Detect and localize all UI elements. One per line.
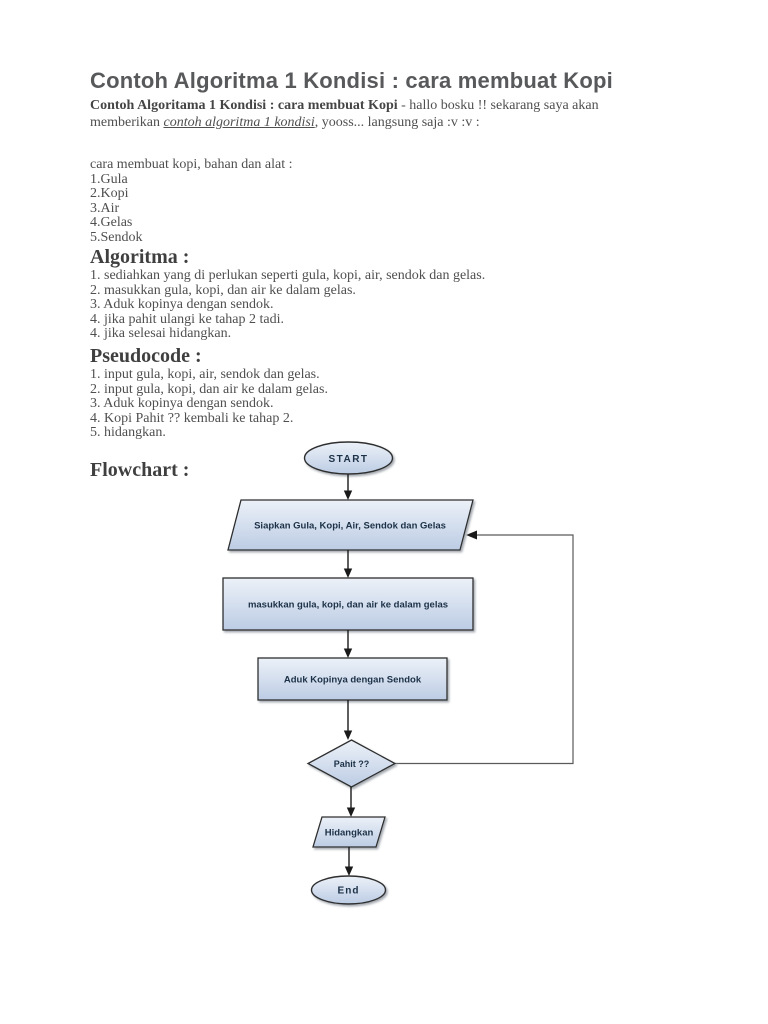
prepare-label: Siapkan Gula, Kopi, Air, Sendok dan Gela… bbox=[254, 521, 446, 532]
loop-connector-line bbox=[395, 534, 574, 765]
step-item: 3. Aduk kopinya dengan sendok. bbox=[90, 396, 274, 412]
pseudocode-heading: Pseudocode : bbox=[90, 344, 202, 367]
step-item: 2. input gula, kopi, dan air ke dalam ge… bbox=[90, 381, 328, 397]
step-item: 1. input gula, kopi, air, sendok dan gel… bbox=[90, 366, 320, 382]
algoritma-heading: Algoritma : bbox=[90, 246, 190, 268]
document-content: Contoh Algoritma 1 Kondisi : cara membua… bbox=[90, 68, 668, 482]
step-item: 1. sediahkan yang di perlukan seperti gu… bbox=[90, 268, 486, 283]
list-item: 3.Air bbox=[90, 200, 120, 216]
step-item: 3. Aduk kopinya dengan sendok. bbox=[90, 297, 274, 313]
materials-title: cara membuat kopi, bahan dan alat : bbox=[90, 157, 293, 172]
flow-arrowhead-icon bbox=[343, 490, 353, 500]
pseudocode-steps: 1. input gula, kopi, air, sendok dan gel… bbox=[90, 366, 668, 441]
step-item: 4. jika selesai hidangkan. bbox=[90, 326, 232, 342]
stir-process-rect bbox=[257, 657, 448, 701]
list-item: 5.Sendok bbox=[90, 229, 143, 245]
page-title: Contoh Algoritma 1 Kondisi : cara membua… bbox=[90, 68, 613, 93]
algoritma-steps: 1. sediahkan yang di perlukan seperti gu… bbox=[90, 268, 668, 342]
flow-arrowhead-icon bbox=[343, 568, 353, 578]
end-label: End bbox=[338, 886, 360, 897]
flow-arrowhead-icon bbox=[343, 648, 353, 658]
list-item: 2.Kopi bbox=[90, 186, 129, 201]
intro-paragraph: Contoh Algoritama 1 Kondisi : cara membu… bbox=[90, 97, 668, 131]
step-item: 4. jika pahit ulangi ke tahap 2 tadi. bbox=[90, 311, 285, 327]
intro-text: - hallo bosku !! sekarang saya akan memb… bbox=[90, 98, 599, 130]
prepare-parallelogram bbox=[227, 499, 474, 551]
end-terminator bbox=[310, 875, 387, 905]
start-label: START bbox=[328, 454, 368, 465]
stir-label: Aduk Kopinya dengan Sendok bbox=[284, 675, 422, 686]
flow-arrowhead-icon bbox=[343, 730, 353, 740]
intro-text-end: , yooss... langsung saja :v :v : bbox=[314, 115, 480, 130]
step-item: 5. hidangkan. bbox=[90, 425, 166, 441]
list-item: 1.Gula bbox=[90, 171, 128, 187]
serve-label: Hidangkan bbox=[325, 828, 374, 839]
loop-arrowhead-icon bbox=[466, 530, 477, 540]
materials-list: 1.Gula 2.Kopi 3.Air 4.Gelas 5.Sendok bbox=[90, 171, 668, 246]
flow-arrowhead-icon bbox=[344, 866, 354, 876]
flowchart-diagram: START Siapkan Gula, Kopi, Air, Sendok da… bbox=[222, 441, 574, 905]
serve-parallelogram bbox=[312, 816, 386, 848]
flow-arrowhead-icon bbox=[346, 807, 356, 817]
insert-label: masukkan gula, kopi, dan air ke dalam ge… bbox=[248, 600, 448, 611]
start-terminator bbox=[303, 441, 394, 475]
list-item: 4.Gelas bbox=[90, 215, 133, 230]
insert-process-rect bbox=[222, 577, 474, 631]
step-item: 2. masukkan gula, kopi, dan air ke dalam… bbox=[90, 282, 356, 298]
flowchart-heading: Flowchart : bbox=[90, 458, 190, 481]
intro-bold-lead: Contoh Algoritama 1 Kondisi : cara membu… bbox=[90, 98, 398, 113]
intro-link-phrase: contoh algoritma 1 kondisi bbox=[163, 115, 315, 130]
step-item: 4. Kopi Pahit ?? kembali ke tahap 2. bbox=[90, 410, 294, 426]
decision-label: Pahit ?? bbox=[334, 759, 370, 769]
